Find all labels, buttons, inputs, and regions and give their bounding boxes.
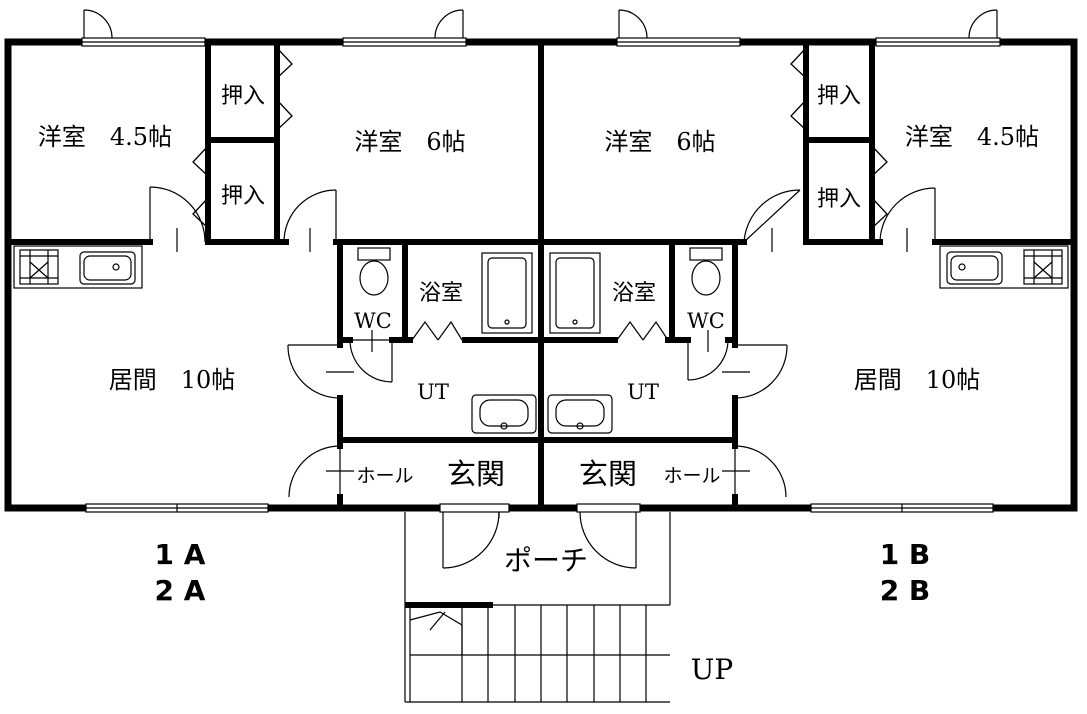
- room-label-wc-b: WC: [687, 309, 725, 333]
- unit-label-b-line1: 1 B: [880, 538, 931, 571]
- room-label-closet-b-top: 押入: [817, 84, 861, 109]
- room-label-hall-b: ホール: [663, 465, 720, 487]
- room-label-entry-b: 玄関: [579, 457, 637, 491]
- room-label-western-a-large: 洋室 6帖: [354, 128, 465, 156]
- swing-doors: [149, 186, 936, 569]
- room-labels: 洋室 4.5帖 洋室 6帖 洋室 6帖 洋室 4.5帖 押入 押入 押入 押入 …: [38, 84, 1039, 686]
- room-label-closet-a-mid: 押入: [221, 184, 265, 209]
- windows-top: [81, 37, 1001, 47]
- room-label-living-b: 居間 10帖: [854, 366, 981, 394]
- room-label-porch: ポーチ: [504, 544, 588, 577]
- room-label-closet-b-mid: 押入: [817, 187, 861, 212]
- room-label-utility-a: UT: [417, 380, 449, 404]
- fixtures: [13, 245, 1069, 434]
- closet-doors: [192, 47, 888, 229]
- room-label-closet-a-top: 押入: [221, 84, 265, 109]
- unit-label-a-line1: 1 A: [155, 538, 206, 571]
- room-label-bath-b: 浴室: [612, 281, 656, 306]
- room-label-western-b-small: 洋室 4.5帖: [905, 123, 1039, 151]
- window-swings: [83, 9, 998, 39]
- room-label-wc-a: WC: [354, 309, 392, 333]
- room-label-western-a-small: 洋室 4.5帖: [38, 123, 172, 151]
- unit-label-a-line2: 2 A: [155, 574, 206, 607]
- room-label-western-b-large: 洋室 6帖: [604, 128, 715, 156]
- room-label-living-a: 居間 10帖: [109, 366, 236, 394]
- unit-labels: 1 A 2 A 1 B 2 B: [155, 538, 931, 607]
- unit-label-b-line2: 2 B: [880, 574, 931, 607]
- room-label-entry-a: 玄関: [447, 457, 505, 491]
- stairs-up-label: UP: [691, 653, 733, 686]
- room-label-bath-a: 浴室: [419, 281, 463, 306]
- room-label-utility-b: UT: [627, 380, 659, 404]
- interior-walls: [5, 39, 1077, 511]
- windows-bottom: [85, 503, 994, 513]
- room-label-hall-a: ホール: [356, 465, 413, 487]
